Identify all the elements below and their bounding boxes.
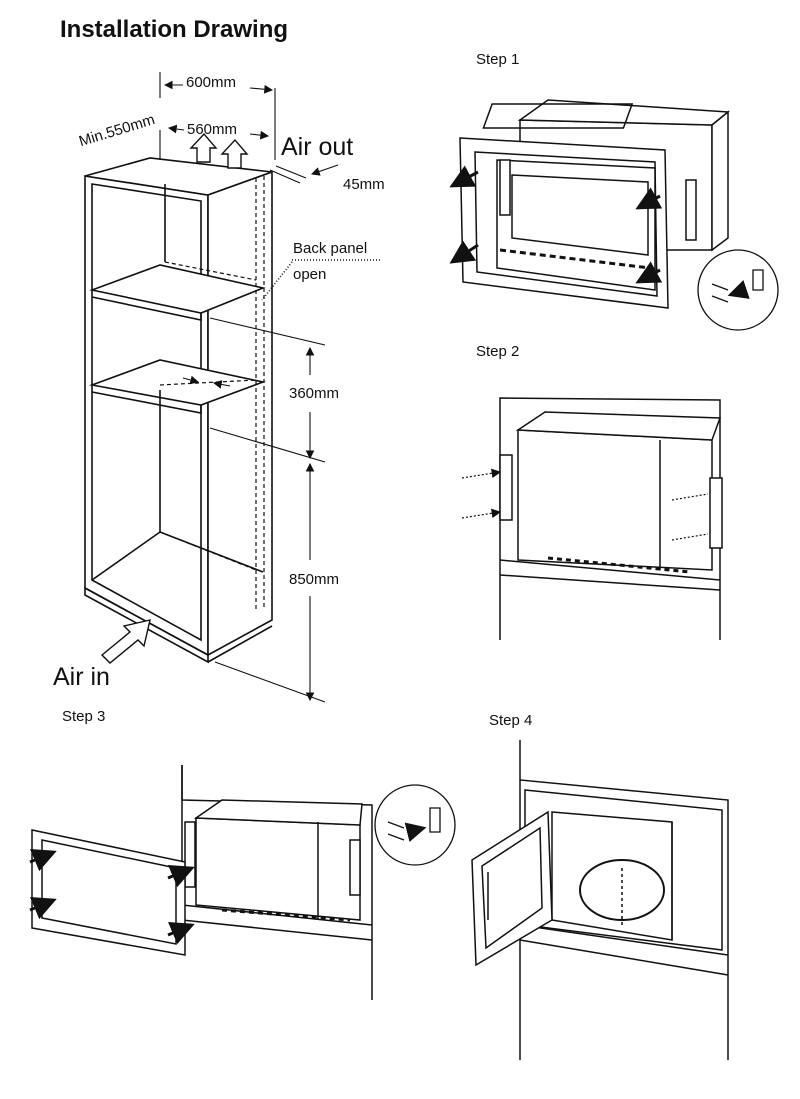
air-in-arrow — [102, 620, 150, 663]
step-3-arrows — [30, 849, 195, 945]
page-title: Installation Drawing — [60, 16, 289, 43]
dim-opening-height: 360mm — [289, 385, 340, 402]
dim-width-inner: 560mm — [187, 121, 238, 138]
step-4-drawing — [472, 740, 728, 1060]
step-1-label: Step 1 — [476, 51, 520, 68]
step-2-screws — [462, 468, 708, 540]
step-1-drawing — [460, 100, 728, 308]
dim-base-height: 850mm — [289, 571, 340, 588]
dim-back-gap: 45mm — [343, 176, 385, 193]
step-3-label: Step 3 — [62, 708, 106, 725]
dimension-lines — [160, 72, 338, 702]
step-3-detail — [375, 785, 455, 865]
back-panel-label: Back panel — [293, 240, 368, 257]
step-2-drawing — [500, 398, 722, 640]
dim-width-outer: 600mm — [186, 74, 237, 91]
step-3-drawing — [32, 765, 372, 1000]
step-1-arrows — [449, 165, 663, 284]
step-2-label: Step 2 — [476, 343, 520, 360]
air-out-arrows — [191, 134, 247, 168]
step-4-label: Step 4 — [489, 712, 533, 729]
step-1-detail — [698, 250, 778, 330]
cabinet-drawing — [85, 158, 382, 662]
back-panel-open-label: open — [293, 266, 327, 283]
air-out-label: Air out — [281, 133, 354, 161]
air-in-label: Air in — [53, 663, 110, 691]
